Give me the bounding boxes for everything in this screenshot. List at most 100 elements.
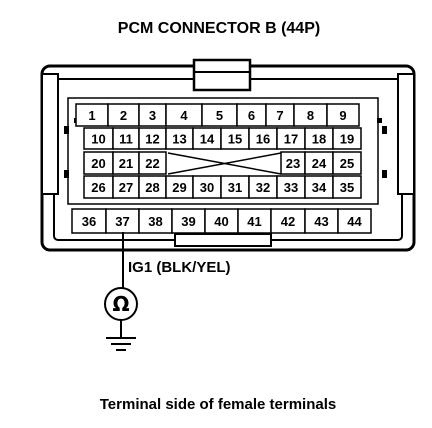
wire-label: IG1 (BLK/YEL): [128, 259, 231, 276]
terminal-cell: [71, 208, 107, 234]
terminal-cell: [138, 151, 167, 175]
terminal-number: 39: [181, 214, 195, 229]
terminal-cell: [326, 103, 360, 127]
terminal-number: 41: [247, 214, 261, 229]
terminal-number: 35: [340, 180, 354, 195]
terminal-number: 21: [119, 156, 133, 171]
terminal-number: 23: [286, 156, 300, 171]
terminal-number: 32: [256, 180, 270, 195]
terminal-number: 15: [228, 132, 242, 147]
terminal-number: 31: [228, 180, 242, 195]
bottom-key: [174, 233, 272, 247]
terminal-number: 27: [119, 180, 133, 195]
terminal-number: 34: [312, 180, 327, 195]
terminal-25: 25: [332, 151, 362, 175]
terminal-36: 36: [71, 208, 107, 234]
terminal-number: 29: [172, 180, 186, 195]
terminal-31: 31: [220, 175, 250, 199]
terminal-18: 18: [304, 127, 334, 150]
blank-cavity-x: [167, 152, 282, 175]
terminal-1: 1: [75, 103, 109, 127]
terminal-number: 20: [91, 156, 105, 171]
terminal-number: 38: [148, 214, 162, 229]
terminal-number: 22: [145, 156, 159, 171]
terminal-number: 26: [91, 180, 105, 195]
side-rail-left: [41, 73, 59, 195]
locking-tab: [192, 58, 252, 92]
terminal-21: 21: [112, 151, 140, 175]
terminal-cell: [270, 208, 306, 234]
terminal-number: 12: [145, 132, 159, 147]
terminal-41: 41: [237, 208, 272, 234]
terminal-number: 19: [340, 132, 354, 147]
connector-housing: [40, 58, 416, 252]
terminal-number: 43: [314, 214, 328, 229]
terminal-number: 1: [88, 108, 95, 123]
terminal-number: 16: [256, 132, 270, 147]
terminal-number: 28: [145, 180, 159, 195]
terminal-8: 8: [293, 103, 328, 127]
terminal-11: 11: [112, 127, 140, 150]
terminal-15: 15: [220, 127, 250, 150]
terminal-number: 8: [307, 108, 314, 123]
terminal-32: 32: [248, 175, 278, 199]
terminal-number: 24: [312, 156, 327, 171]
terminal-number: 37: [115, 214, 129, 229]
terminal-number: 4: [180, 108, 188, 123]
terminal-28: 28: [138, 175, 167, 199]
terminal-number: 6: [248, 108, 255, 123]
terminal-number: 17: [284, 132, 298, 147]
terminal-number: 44: [347, 214, 362, 229]
terminal-number: 25: [340, 156, 354, 171]
terminal-43: 43: [304, 208, 339, 234]
diagram-title: PCM CONNECTOR B (44P): [118, 20, 320, 37]
terminal-number: 10: [91, 132, 105, 147]
terminal-number: 30: [200, 180, 214, 195]
terminal-27: 27: [112, 175, 140, 199]
terminal-number: 42: [281, 214, 295, 229]
terminal-9: 9: [326, 103, 360, 127]
terminal-34: 34: [304, 175, 334, 199]
terminal-number: 2: [120, 108, 127, 123]
terminal-42: 42: [270, 208, 306, 234]
terminal-cell: [337, 208, 372, 234]
terminal-12: 12: [138, 127, 167, 150]
terminal-number: 33: [284, 180, 298, 195]
terminal-cell: [332, 151, 362, 175]
ohm-symbol: Ω: [112, 292, 129, 316]
terminal-number: 3: [149, 108, 156, 123]
terminal-2: 2: [107, 103, 140, 127]
blank-x-line-2: [167, 152, 282, 175]
marker-right-1: [382, 126, 387, 134]
terminal-38: 38: [138, 208, 173, 234]
terminal-number: 40: [214, 214, 228, 229]
terminal-26: 26: [83, 175, 114, 199]
terminal-13: 13: [165, 127, 194, 150]
terminal-number: 5: [216, 108, 223, 123]
terminal-number: 36: [82, 214, 96, 229]
terminal-number: 9: [339, 108, 346, 123]
terminal-17: 17: [276, 127, 306, 150]
terminal-cell: [332, 127, 362, 150]
side-rail-right: [397, 73, 415, 195]
test-probe: [104, 232, 138, 351]
terminal-number: 14: [200, 132, 215, 147]
terminal-4: 4: [165, 103, 203, 127]
terminal-cell: [304, 208, 339, 234]
terminal-6: 6: [236, 103, 267, 127]
terminal-23: 23: [280, 151, 306, 175]
terminal-number: 11: [119, 132, 133, 147]
marker-right-2: [382, 170, 387, 178]
marker-left-2: [64, 170, 69, 178]
terminal-20: 20: [83, 151, 114, 175]
terminal-24: 24: [304, 151, 334, 175]
terminal-44: 44: [337, 208, 372, 234]
terminal-7: 7: [265, 103, 295, 127]
terminal-29: 29: [165, 175, 194, 199]
terminal-3: 3: [138, 103, 167, 127]
diagram-caption: Terminal side of female terminals: [100, 396, 336, 413]
marker-top-right: [377, 118, 382, 123]
terminal-40: 40: [204, 208, 239, 234]
